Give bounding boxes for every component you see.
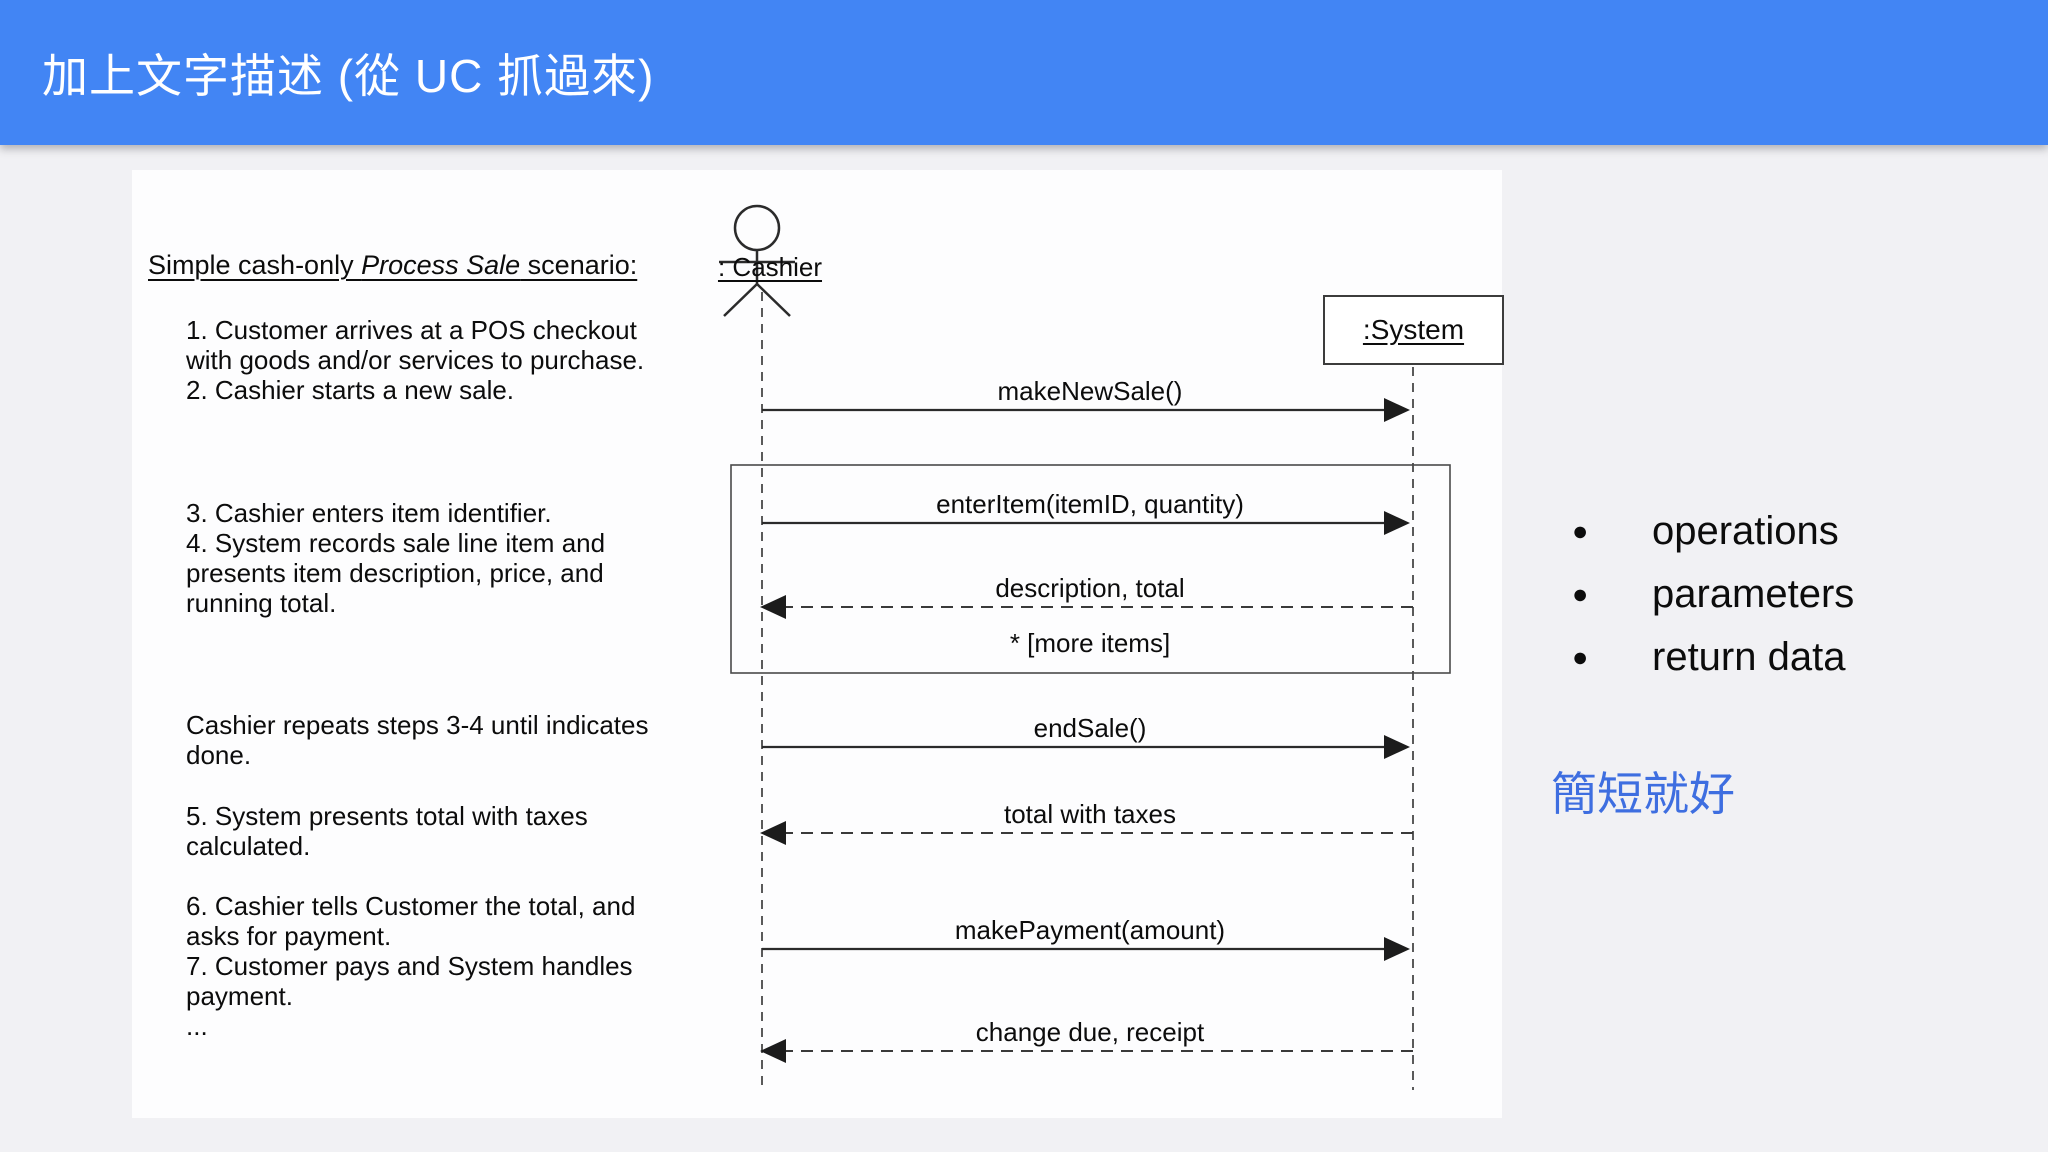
bullet-label: operations bbox=[1652, 509, 1839, 553]
scenario-steps-3-4: 3. Cashier enters item identifier. 4. Sy… bbox=[186, 498, 606, 618]
arrow-end-sale bbox=[762, 735, 1410, 759]
bullet-label: parameters bbox=[1652, 572, 1855, 616]
bullet-label: return data bbox=[1652, 635, 1846, 679]
slide-title: 加上文字描述 (從 UC 抓過來) bbox=[42, 49, 655, 102]
bullet-item-return-data: ● return data bbox=[1572, 626, 1854, 689]
bullet-icon: ● bbox=[1572, 642, 1589, 672]
bullet-item-parameters: ● parameters bbox=[1572, 563, 1854, 626]
message-label-enter-item: enterItem(itemID, quantity) bbox=[936, 489, 1244, 519]
scenario-step-5: 5. System presents total with taxes calc… bbox=[186, 801, 588, 861]
actor-icon bbox=[719, 204, 795, 317]
scenario-repeat-note: Cashier repeats steps 3-4 until indicate… bbox=[186, 710, 649, 770]
arrow-change-due-receipt bbox=[760, 1039, 1413, 1063]
scenario-heading-lead: Simple cash-only bbox=[148, 250, 362, 280]
arrow-make-payment bbox=[762, 937, 1410, 961]
system-label: :System bbox=[1362, 314, 1465, 345]
header-bar: 加上文字描述 (從 UC 抓過來) bbox=[0, 0, 2048, 145]
scenario-steps-1-2: 1. Customer arrives at a POS checkout wi… bbox=[186, 315, 645, 405]
bullet-list: ● operations ● parameters ● return data bbox=[1572, 500, 1854, 689]
message-label-total-with-taxes: total with taxes bbox=[1004, 799, 1176, 829]
bullet-item-operations: ● operations bbox=[1572, 500, 1854, 563]
message-label-make-payment: makePayment(amount) bbox=[954, 915, 1226, 945]
bullet-icon: ● bbox=[1572, 579, 1589, 609]
bullet-icon: ● bbox=[1572, 516, 1589, 546]
message-label-make-new-sale: makeNewSale() bbox=[997, 376, 1183, 406]
scenario-heading: Simple cash-only Process Sale scenario: bbox=[148, 250, 637, 281]
loop-frame bbox=[730, 464, 1451, 674]
content-panel bbox=[132, 170, 1502, 1118]
arrow-make-new-sale bbox=[762, 398, 1410, 422]
scenario-heading-tail: scenario: bbox=[520, 250, 638, 280]
note-text: 簡短就好 bbox=[1551, 768, 1735, 820]
scenario-steps-6-7: 6. Cashier tells Customer the total, and… bbox=[186, 891, 636, 1041]
message-label-end-sale: endSale() bbox=[1033, 713, 1147, 743]
message-label-description-total: description, total bbox=[995, 573, 1185, 603]
message-label-change-due-receipt: change due, receipt bbox=[975, 1017, 1205, 1047]
scenario-heading-emphasis: Process Sale bbox=[361, 250, 521, 280]
system-box: :System bbox=[1323, 295, 1504, 365]
cashier-label: : Cashier bbox=[717, 252, 823, 282]
arrow-description-total bbox=[760, 595, 1413, 619]
message-label-more-items: * [more items] bbox=[1009, 628, 1171, 658]
arrow-enter-item bbox=[762, 511, 1410, 535]
arrow-total-with-taxes bbox=[760, 821, 1413, 845]
